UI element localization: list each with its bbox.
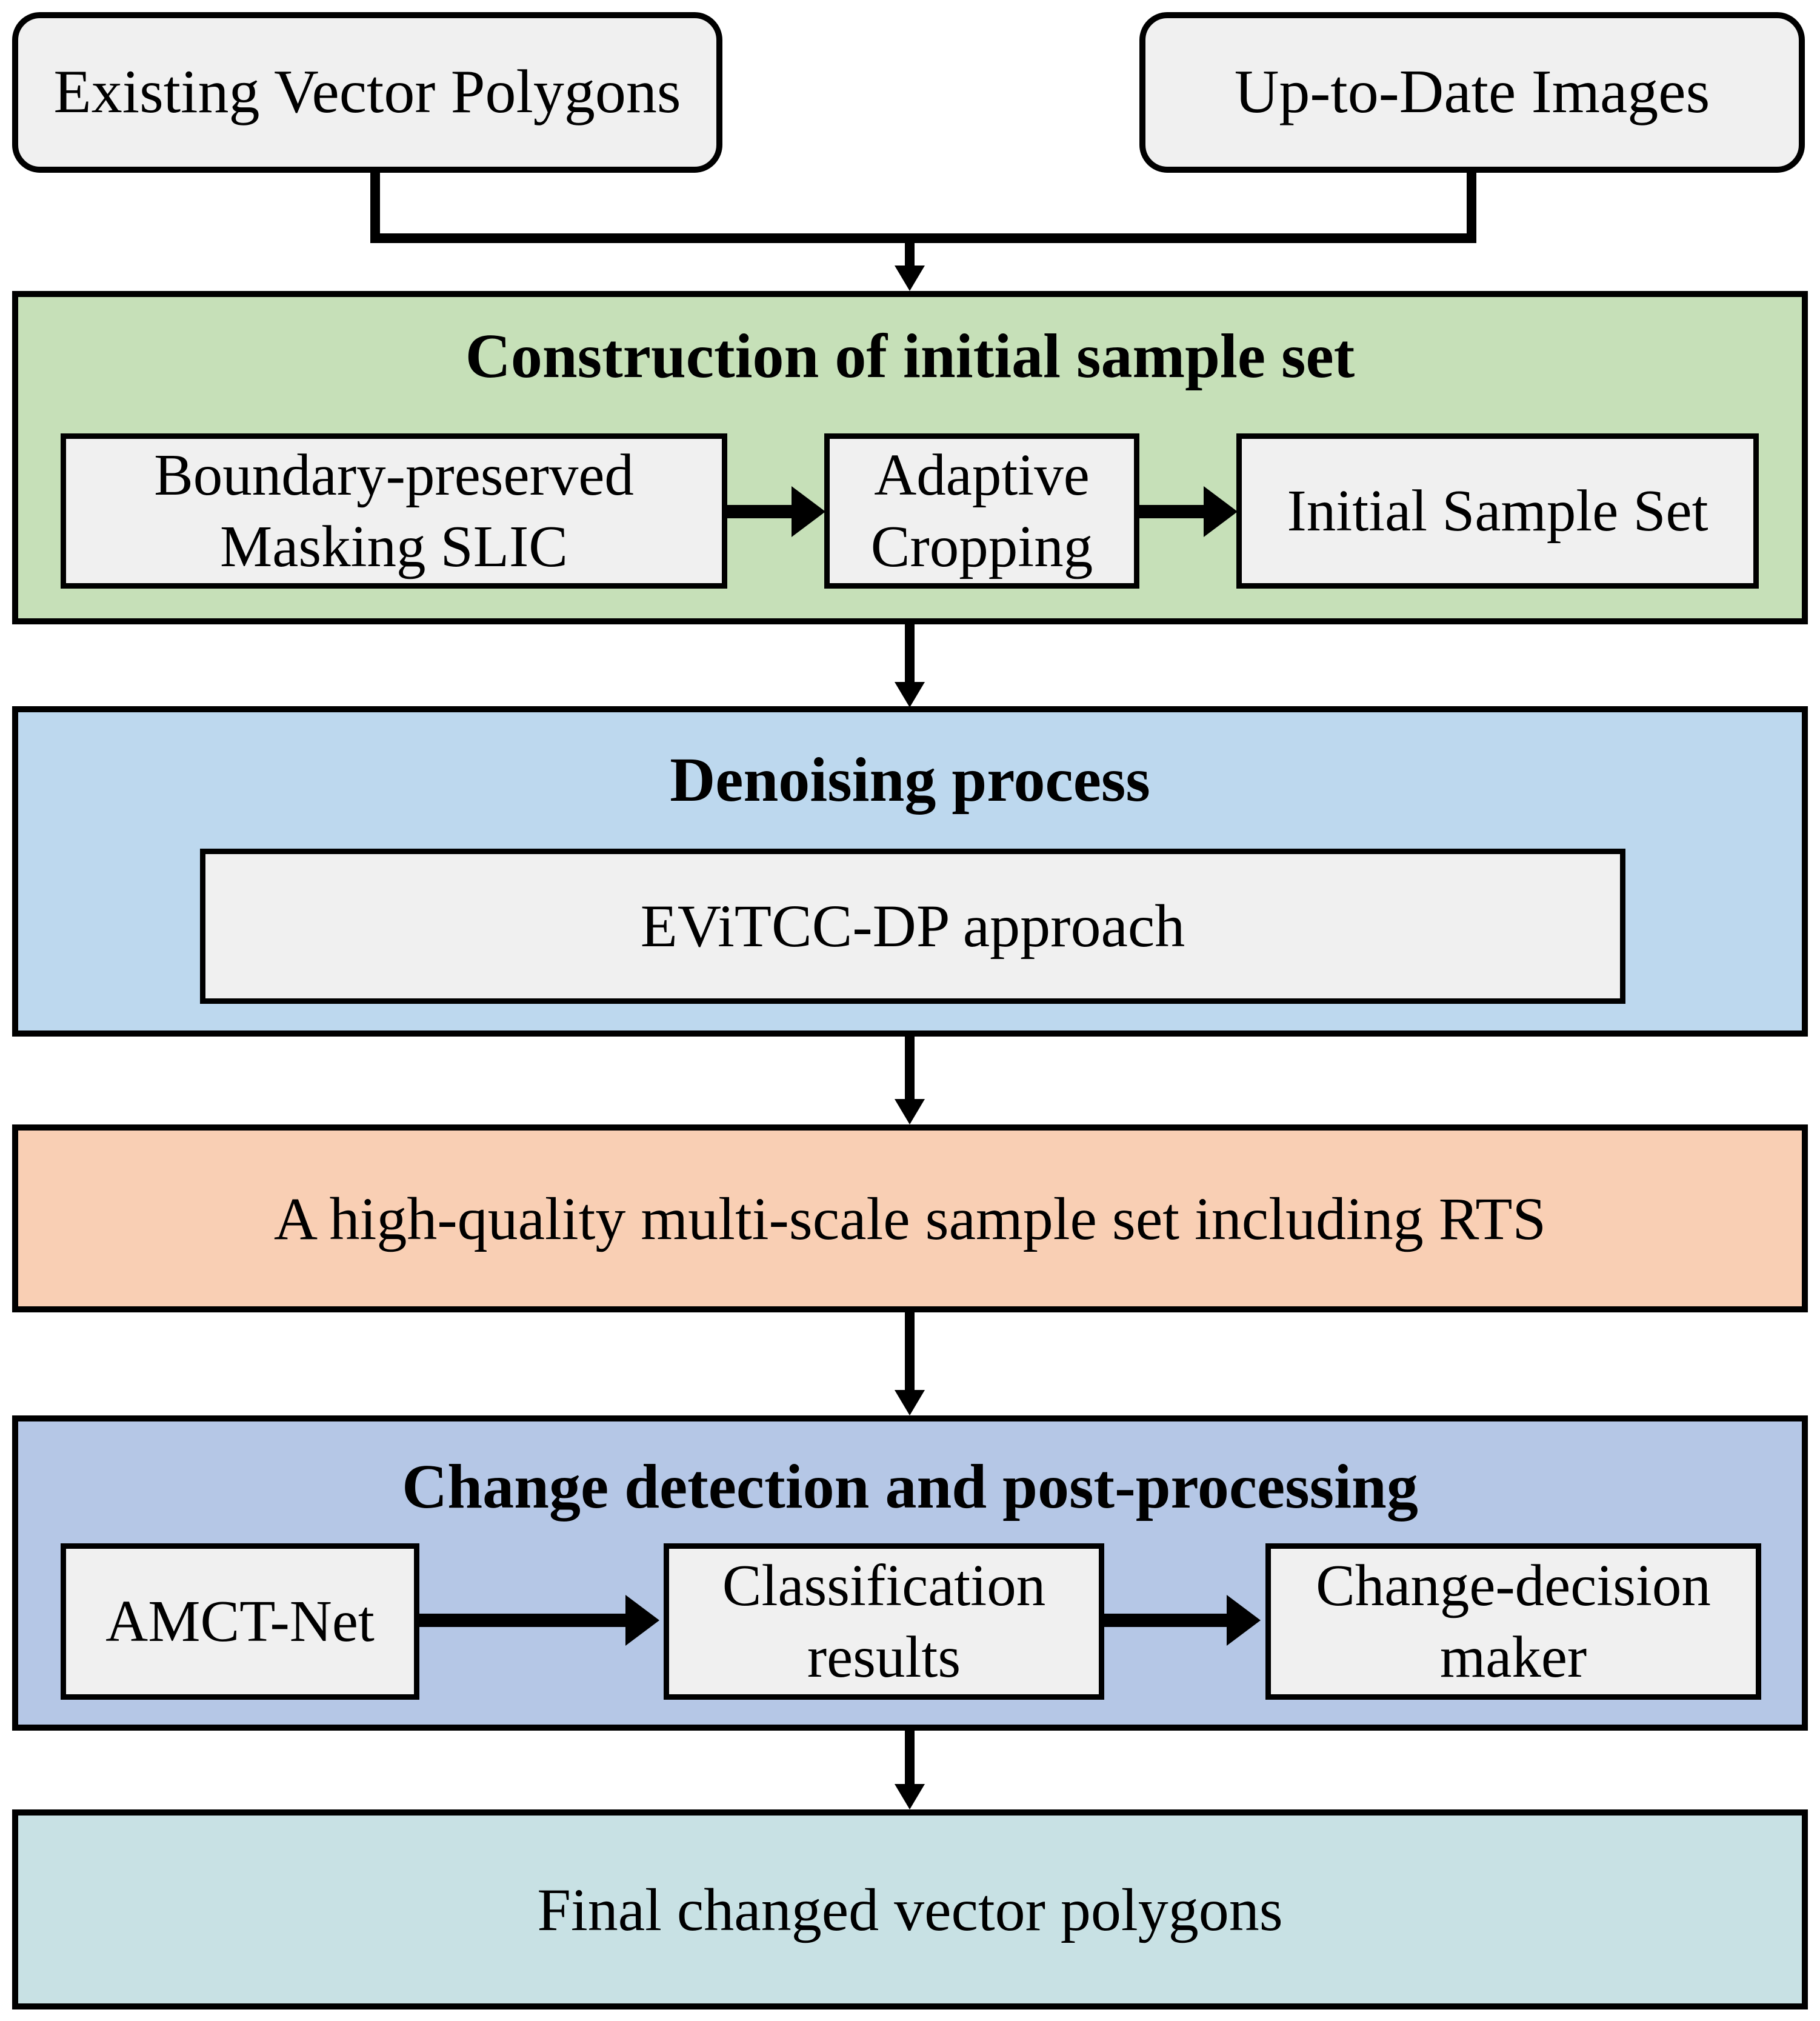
step-label-line: Adaptive — [874, 442, 1090, 507]
stage-title-construction: Construction of initial sample set — [465, 321, 1355, 391]
step-label: AMCT-Net — [105, 1588, 375, 1654]
step-node-amct-net: AMCT-Net — [61, 1543, 419, 1700]
step-label-line: Cropping — [870, 514, 1093, 579]
stage-title-denoising: Denoising process — [670, 745, 1150, 815]
input-node-up-to-date-images: Up-to-Date Images — [1139, 12, 1805, 173]
flow-line-2 — [905, 1037, 915, 1103]
arrow-line-change-1 — [419, 1614, 627, 1627]
arrow-right-icon — [1204, 486, 1238, 537]
arrow-down-icon — [895, 1784, 925, 1809]
step-label: Initial Sample Set — [1287, 478, 1708, 543]
connector-line-horizontal — [370, 233, 1476, 243]
flow-line-3 — [905, 1312, 915, 1394]
band-final-changed-vector-polygons: Final changed vector polygons — [12, 1809, 1808, 2009]
step-label-line: Masking SLIC — [220, 514, 568, 579]
flow-line-1 — [905, 624, 915, 686]
step-label-line: Classification — [722, 1552, 1046, 1618]
step-label-line: Boundary-preserved — [154, 442, 634, 507]
step-node-boundary-preserved-masking-slic: Boundary-preserved Masking SLIC — [61, 433, 727, 589]
step-label-line: maker — [1439, 1625, 1587, 1689]
arrow-right-icon — [1227, 1595, 1261, 1646]
step-node-evitcc-dp-approach: EViTCC-DP approach — [200, 849, 1625, 1004]
step-node-initial-sample-set: Initial Sample Set — [1236, 433, 1759, 589]
flow-line-4 — [905, 1731, 915, 1788]
arrow-line-construction-1 — [727, 505, 799, 518]
arrow-down-icon — [895, 1390, 925, 1415]
input-node-label: Existing Vector Polygons — [53, 58, 681, 127]
arrow-down-icon — [895, 682, 925, 707]
connector-line-right — [1467, 173, 1476, 243]
step-node-adaptive-cropping: Adaptive Cropping — [824, 433, 1139, 589]
arrow-down-icon — [895, 1099, 925, 1124]
step-node-change-decision-maker: Change-decision maker — [1265, 1543, 1761, 1700]
arrow-right-icon — [792, 486, 825, 537]
arrow-down-icon — [895, 266, 925, 291]
band-sample-set-label: A high-quality multi-scale sample set in… — [273, 1184, 1547, 1252]
stage-title-change-detection: Change detection and post-processing — [402, 1452, 1418, 1522]
input-node-existing-vector-polygons: Existing Vector Polygons — [12, 12, 722, 173]
step-node-classification-results: Classification results — [664, 1543, 1104, 1700]
arrow-line-change-2 — [1104, 1614, 1228, 1627]
arrow-line-construction-2 — [1139, 505, 1211, 518]
band-final-label: Final changed vector polygons — [537, 1876, 1283, 1943]
step-label-line: results — [807, 1625, 961, 1689]
step-label-line: Change-decision — [1316, 1552, 1711, 1618]
band-sample-set: A high-quality multi-scale sample set in… — [12, 1124, 1808, 1312]
connector-line-left — [370, 173, 380, 243]
arrow-right-icon — [625, 1595, 659, 1646]
connector-line-center — [905, 233, 915, 270]
step-label: EViTCC-DP approach — [640, 892, 1185, 960]
input-node-label: Up-to-Date Images — [1234, 58, 1710, 127]
